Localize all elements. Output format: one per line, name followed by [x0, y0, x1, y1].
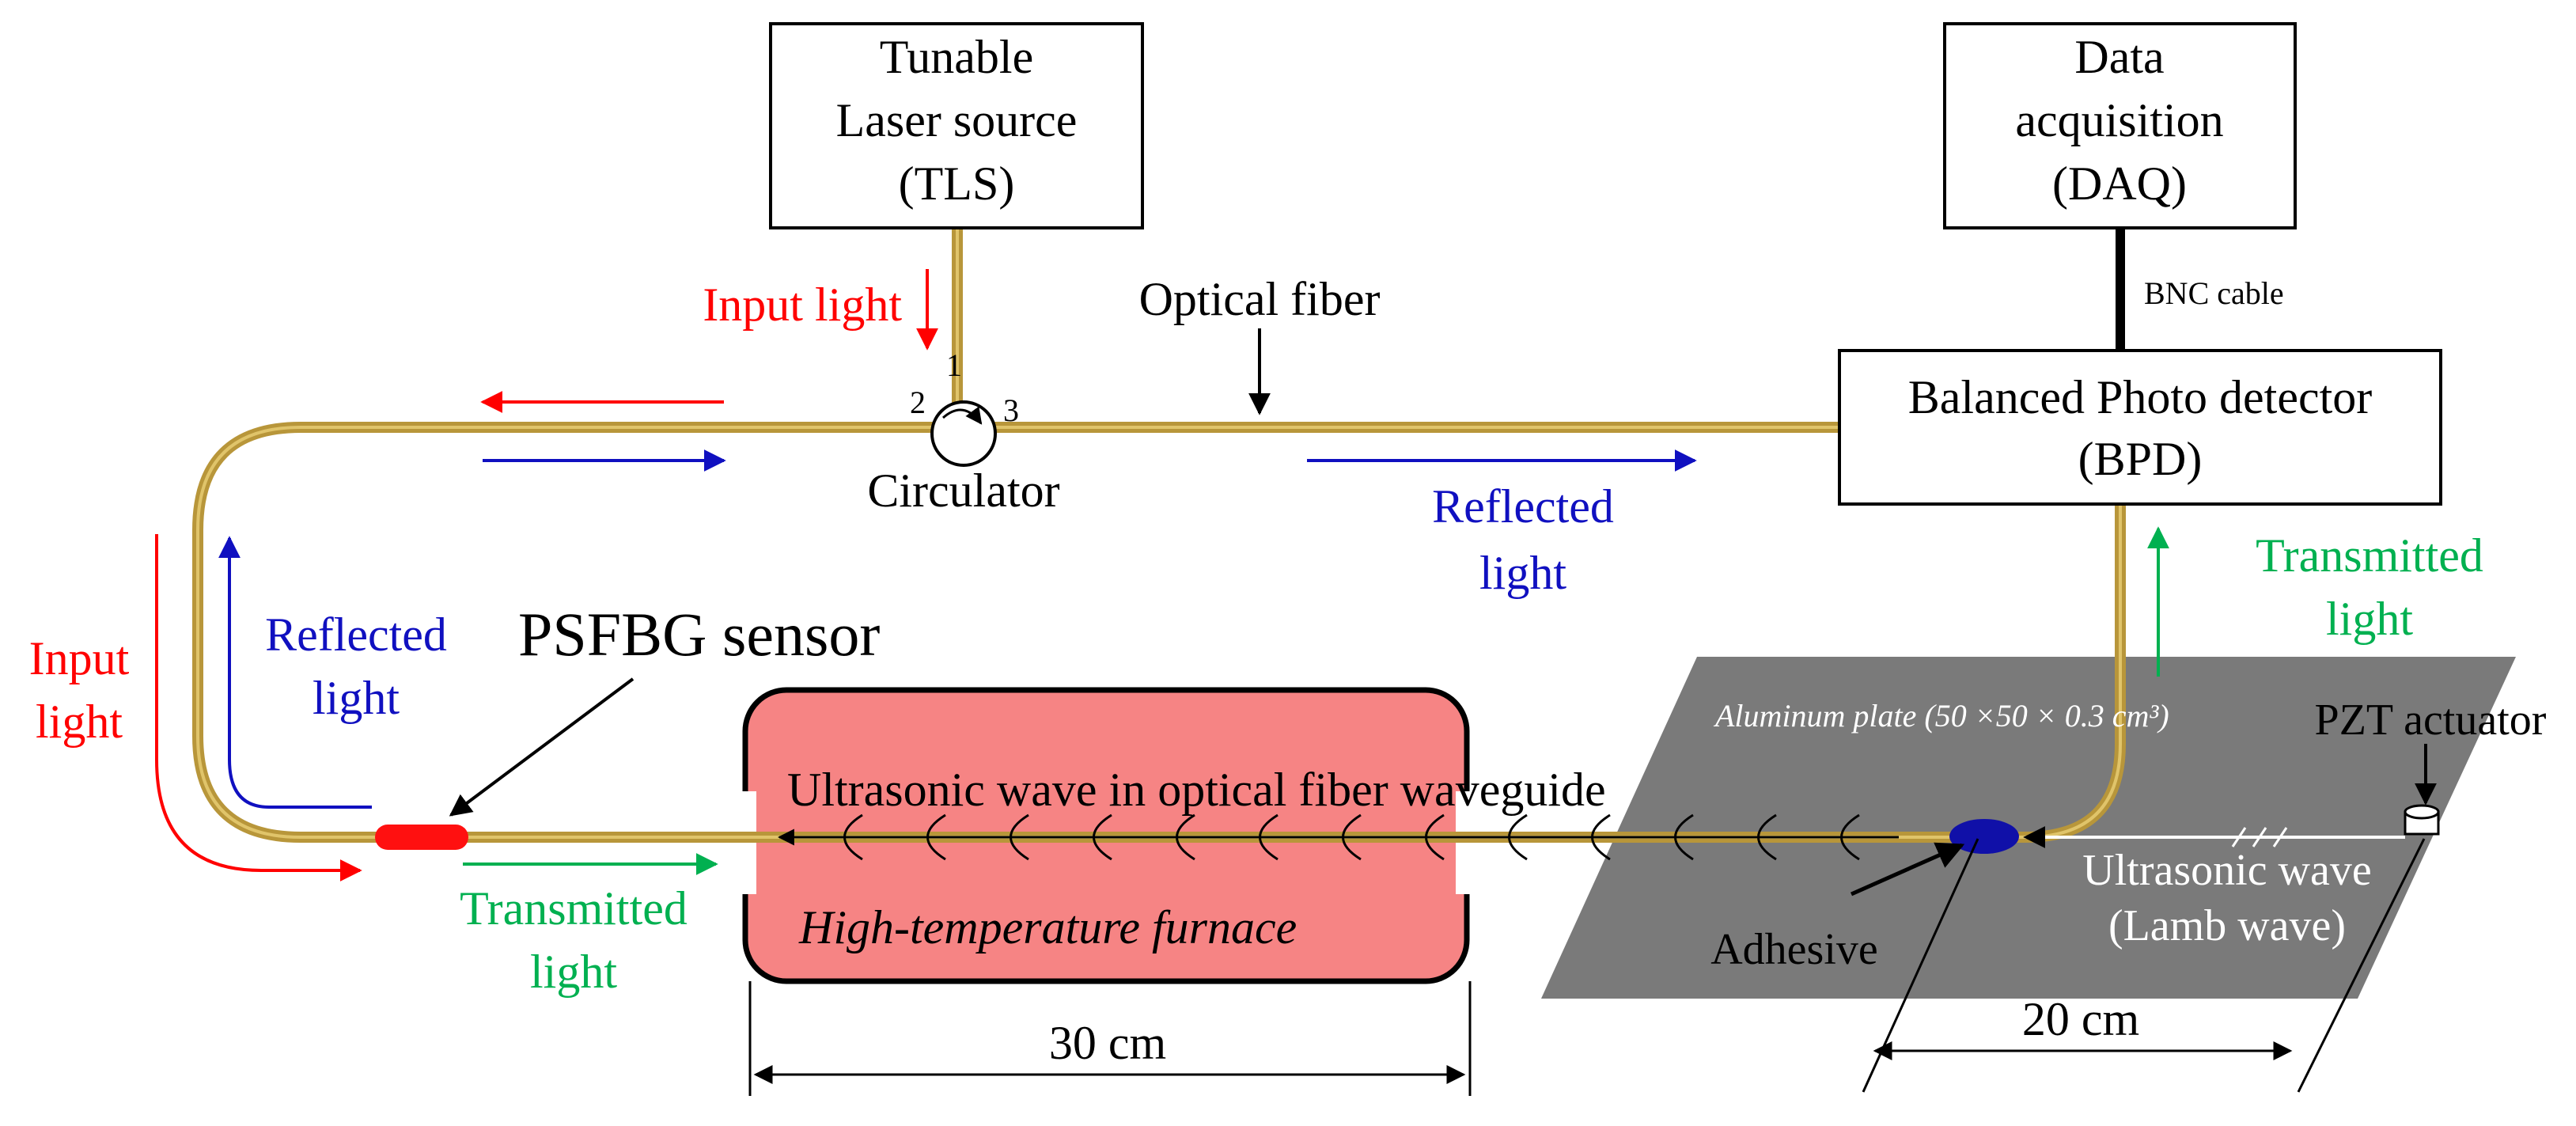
circulator-port-1: 1 [946, 347, 962, 383]
adhesive-pointer [1850, 842, 1965, 897]
daq-line2: acquisition [2015, 94, 2223, 146]
transmitted-light-bottom-label-1: Transmitted [460, 882, 688, 935]
circulator-port-3: 3 [1003, 392, 1019, 428]
input-light-left-label-1: Input [29, 632, 130, 684]
reflected-light-left-label-2: light [313, 672, 400, 724]
aluminum-plate-label: Aluminum plate (50 ×50 × 0.3 cm³) [1713, 698, 2169, 734]
psfbg-sensor-label: PSFBG sensor [518, 600, 880, 669]
ultrasonic-wave-label-1: Ultrasonic wave [2082, 846, 2371, 895]
tls-line2: Laser source [836, 94, 1078, 146]
transmitted-light-right-label-2: light [2326, 593, 2413, 645]
ultrasonic-wave-label-2: (Lamb wave) [2108, 901, 2346, 950]
circulator-rotation-arrow [942, 406, 983, 425]
daq-box [1943, 22, 2297, 229]
circulator-label: Circulator [867, 464, 1059, 517]
daq-line1: Data [2074, 31, 2164, 83]
tls-line1: Tunable [880, 31, 1033, 83]
pzt-actuator-label: PZT actuator [2315, 696, 2547, 745]
dimension-20cm [1862, 838, 2426, 1093]
dimension-20cm-label: 20 cm [2022, 993, 2139, 1045]
bpd-box [1838, 349, 2442, 506]
adhesive-spot [1949, 819, 2019, 854]
tls-line3: (TLS) [899, 157, 1015, 210]
ultrasonic-fiber-label: Ultrasonic wave in optical fiber wavegui… [787, 764, 1606, 816]
psfbg-pointer [449, 677, 635, 817]
pzt-actuator [2404, 804, 2440, 836]
input-light-left-label-2: light [36, 696, 123, 748]
input-light-top-label: Input light [703, 279, 902, 331]
optical-fiber-label: Optical fiber [1139, 273, 1381, 325]
bnc-cable-label: BNC cable [2144, 275, 2284, 311]
reflected-light-center-label-1: Reflected [1432, 480, 1614, 533]
circulator-port-2: 2 [910, 385, 926, 420]
optical-fiber-highlight [196, 228, 2122, 839]
lamb-wave-ticks [2231, 827, 2288, 847]
dimension-30cm-label: 30 cm [1049, 1017, 1166, 1069]
reflected-light-center-label-2: light [1479, 547, 1566, 599]
daq-line3: (DAQ) [2052, 157, 2187, 210]
input-light-arrow-left-curve [155, 534, 362, 881]
reflected-light-arrow-up [218, 536, 372, 809]
transmitted-light-bottom-label-2: light [530, 946, 617, 998]
transmitted-light-right-label-1: Transmitted [2256, 529, 2483, 582]
bpd-line2: (BPD) [2078, 433, 2203, 485]
dimension-30cm [748, 981, 1472, 1096]
circulator-symbol [930, 400, 997, 467]
adhesive-label: Adhesive [1710, 925, 1878, 974]
bpd-line1: Balanced Photo detector [1908, 371, 2372, 423]
reflected-light-left-label-1: Reflected [265, 608, 447, 661]
furnace-label: High-temperature furnace [798, 901, 1297, 953]
psfbg-sensor-element [375, 825, 468, 850]
tls-box [769, 22, 1144, 229]
